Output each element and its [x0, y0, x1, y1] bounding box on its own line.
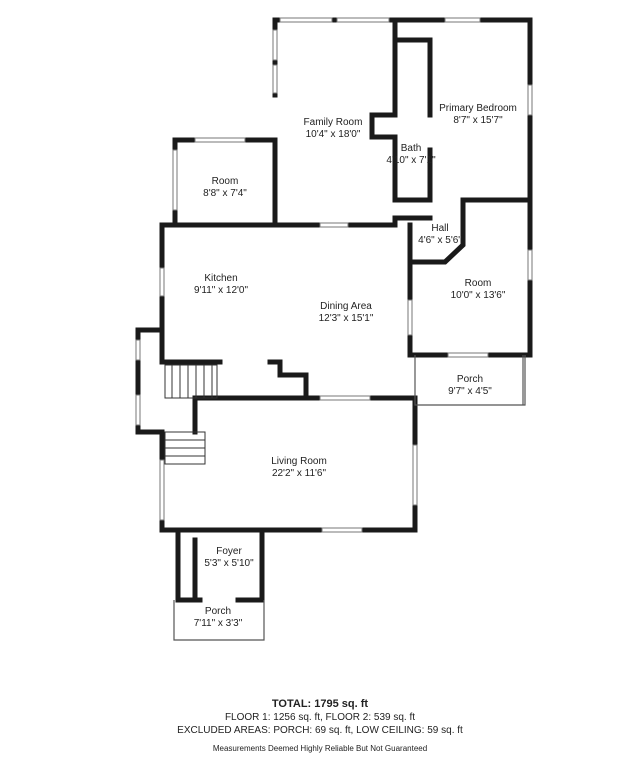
room-dimensions: 10'0" x 13'6"	[450, 290, 506, 301]
room-dimensions: 4'10" x 7'1"	[386, 155, 436, 166]
room-dimensions: 12'3" x 15'1"	[318, 313, 374, 324]
right-porch-outline	[414, 355, 526, 406]
room-name: Porch	[204, 606, 232, 617]
front-porch-outline	[173, 600, 265, 641]
room-name: Primary Bedroom	[439, 103, 517, 114]
room-name: Porch	[456, 374, 484, 385]
total-area: TOTAL: 1795 sq. ft	[271, 698, 369, 710]
room-name: Bath	[400, 143, 422, 154]
room-name: Hall	[431, 223, 449, 234]
foyer-walls	[175, 527, 265, 603]
room-label-primary-bedroom: Primary Bedroom 8'7" x 15'7"	[439, 103, 517, 127]
room-dimensions: 8'7" x 15'7"	[453, 115, 503, 126]
room-dimensions: 7'11" x 3'3"	[193, 618, 243, 629]
room-label-foyer: Foyer 5'3" x 5'10"	[204, 546, 253, 570]
room-name: Family Room	[303, 117, 363, 128]
room-label-family-room: Family Room 10'4" x 18'0"	[304, 117, 363, 141]
floor-areas: FLOOR 1: 1256 sq. ft, FLOOR 2: 539 sq. f…	[224, 712, 416, 723]
windows	[135, 17, 533, 533]
room-name: Room	[464, 278, 492, 289]
room-dimensions: 8'8" x 7'4"	[203, 188, 247, 199]
room-dimensions: 22'2" x 11'6"	[271, 468, 327, 479]
disclaimer: Measurements Deemed Highly Reliable But …	[212, 744, 428, 753]
room-label-dining-area: Dining Area 12'3" x 15'1"	[319, 301, 374, 325]
room-label-porch-right: Porch 9'7" x 4'5"	[448, 374, 492, 398]
room-dimensions: 9'11" x 12'0"	[193, 285, 249, 296]
room-name: Dining Area	[320, 301, 372, 312]
upper-walls	[272, 17, 533, 358]
room-label-hall: Hall 4'6" x 5'6"	[418, 223, 462, 247]
area-summary: TOTAL: 1795 sq. ft FLOOR 1: 1256 sq. ft,…	[0, 697, 640, 755]
room-label-room-right: Room 10'0" x 13'6"	[451, 278, 506, 302]
room-label-bath: Bath 4'10" x 7'1"	[386, 143, 435, 167]
room-dimensions: 4'6" x 5'6"	[418, 235, 462, 246]
stairs-lower	[164, 431, 206, 465]
room-name: Living Room	[271, 456, 327, 467]
right-room-walls	[407, 259, 533, 358]
room-label-porch-front: Porch 7'11" x 3'3"	[194, 606, 243, 630]
room-name: Foyer	[216, 546, 242, 557]
room-name: Kitchen	[204, 273, 238, 284]
main-walls	[135, 197, 466, 401]
room-dimensions: 9'7" x 4'5"	[448, 386, 492, 397]
stairs-upper	[164, 364, 218, 399]
room-label-kitchen: Kitchen 9'11" x 12'0"	[194, 273, 248, 297]
room-dimensions: 10'4" x 18'0"	[305, 129, 361, 140]
excluded-areas: EXCLUDED AREAS: PORCH: 69 sq. ft, LOW CE…	[177, 725, 463, 736]
room-label-room-upper: Room 8'8" x 7'4"	[203, 176, 247, 200]
room-dimensions: 5'3" x 5'10"	[204, 558, 254, 569]
room-name: Room	[211, 176, 239, 187]
room-label-living-room: Living Room 22'2" x 11'6"	[271, 456, 327, 480]
